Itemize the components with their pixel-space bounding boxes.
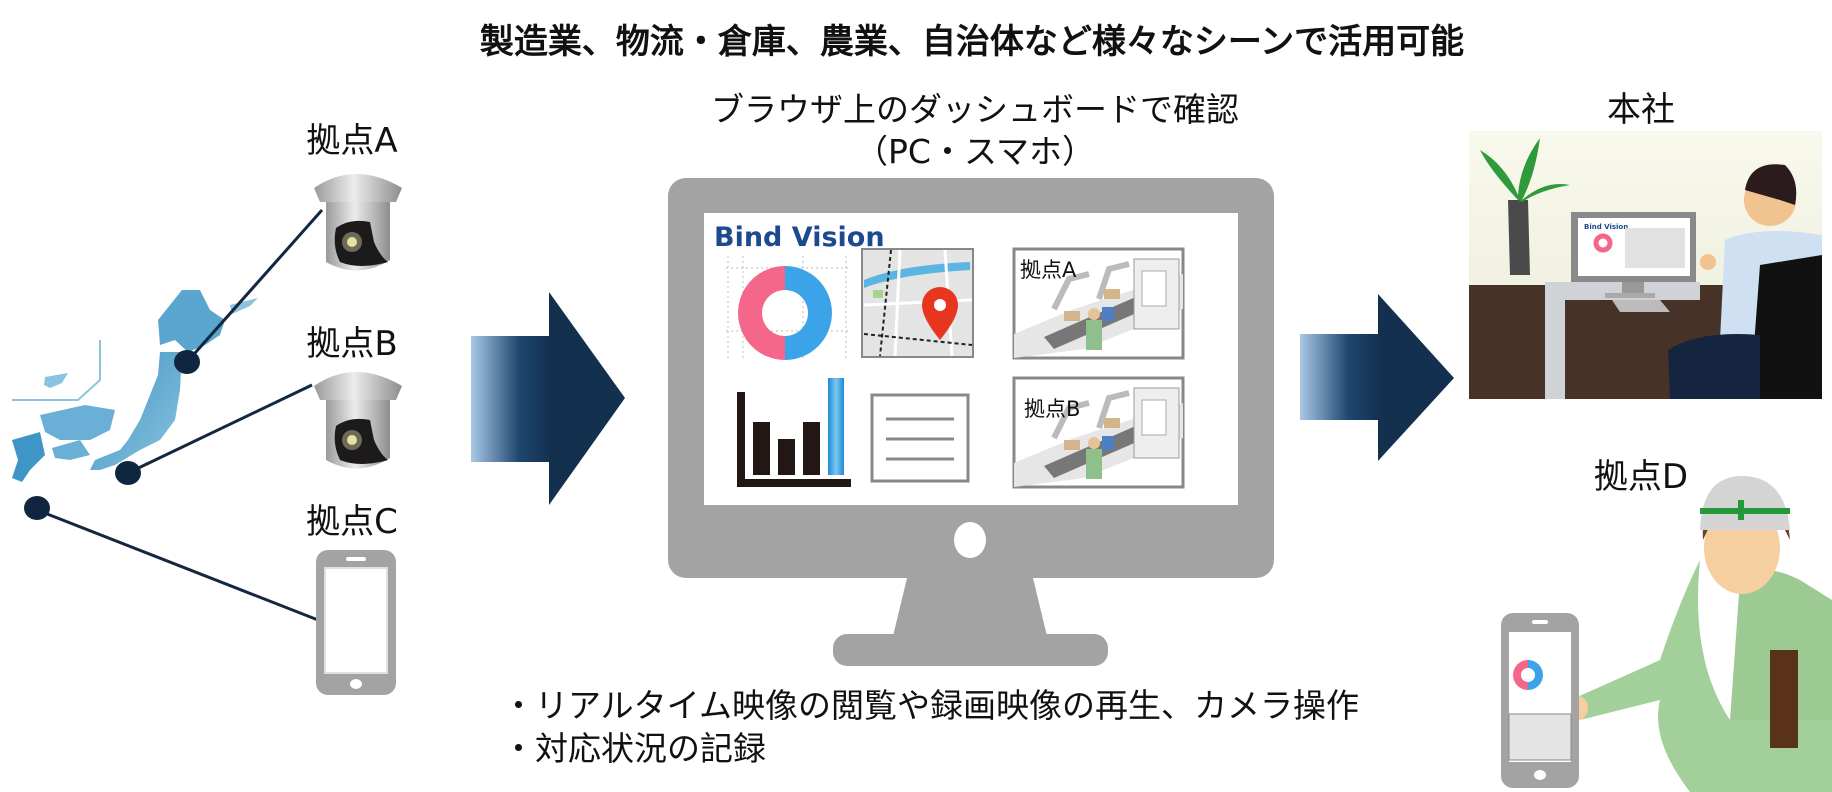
dashboard-caption: ブラウザ上のダッシュボードで確認 (711, 90, 1239, 129)
headquarters-office-illustration: Bind Vision (1469, 131, 1822, 399)
site-c-label: 拠点C (306, 502, 398, 542)
site-a-label: 拠点A (306, 121, 397, 161)
site-d-label: 拠点D (1594, 457, 1688, 497)
flow-arrow-icon-right (1300, 294, 1454, 461)
security-camera-icon-a (314, 174, 402, 271)
camera-feed-tile-a: 拠点A (1014, 249, 1183, 358)
map-pin-icon (861, 248, 974, 358)
location-dot-a (174, 350, 200, 374)
site-connection-lines (36, 209, 324, 622)
feature-item-2: ・対応状況の記録 (502, 729, 766, 768)
feature-item-1: ・リアルタイム映像の閲覧や録画映像の再生、カメラ操作 (502, 686, 1359, 725)
tile-a-label: 拠点A (1020, 258, 1077, 282)
field-worker-illustration (1568, 476, 1832, 792)
document-icon (870, 393, 970, 483)
hq-screen-app-name: Bind Vision (1584, 223, 1628, 231)
main-title: 製造業、物流・倉庫、農業、自治体など様々なシーンで活用可能 (480, 22, 1464, 62)
bar-chart-icon (737, 378, 851, 487)
app-name-bind-vision: Bind Vision (714, 222, 885, 253)
hq-label: 本社 (1607, 90, 1675, 130)
location-dot-c (24, 496, 50, 520)
dashboard-caption-devices: （PC・スマホ） (855, 132, 1095, 171)
smartphone-icon-d (1501, 613, 1579, 788)
smartphone-icon-c (316, 550, 396, 695)
camera-feed-tile-b: 拠点B (1014, 378, 1183, 487)
donut-chart-icon (726, 256, 850, 360)
site-b-label: 拠点B (306, 324, 397, 364)
japan-map (12, 290, 258, 482)
security-camera-icon-b (314, 372, 402, 469)
flow-arrow-icon-left (471, 292, 625, 505)
location-dot-b (115, 461, 141, 485)
tile-b-label: 拠点B (1024, 397, 1080, 421)
